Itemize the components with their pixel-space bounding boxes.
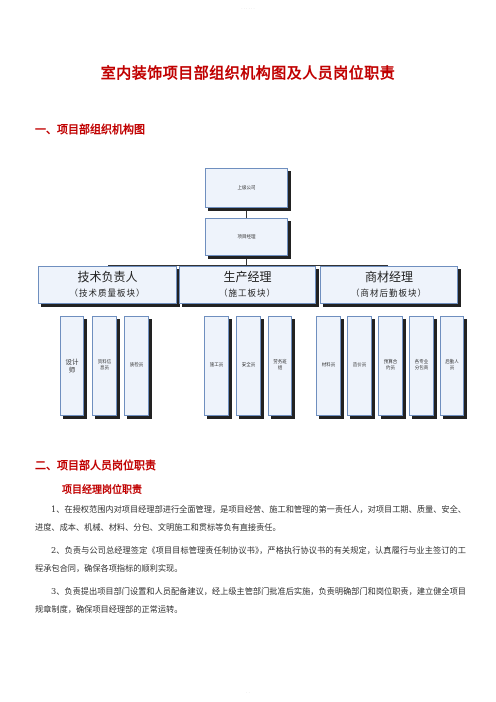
org-role-subcontractors: 各专业分包商 xyxy=(409,316,434,416)
org-role-quality-inspector: 质检员 xyxy=(124,316,149,416)
section-heading-responsibilities: 二、项目部人员岗位职责 xyxy=(35,459,156,472)
section-heading-org-chart: 一、项目部组织机构图 xyxy=(35,123,145,136)
org-role-safety-officer: 安全员 xyxy=(236,316,261,416)
footer-watermark: · · xyxy=(246,690,250,695)
org-role-designer: 设计师 xyxy=(60,316,84,416)
header-watermark: · · · · · · xyxy=(241,6,255,11)
org-role-labor-team: 劳务班组 xyxy=(268,316,292,416)
org-node-title: 生产经理 xyxy=(223,270,272,284)
org-node-title: 商材经理 xyxy=(364,270,413,284)
document-title: 室内装饰项目部组织机构图及人员岗位职责 xyxy=(100,64,396,82)
org-role-material-clerk: 材料员 xyxy=(316,316,341,416)
duty-paragraph: 2、负责与公司总经理签定《项目目标管理责任制协议书》，严格执行协议书的有关规定，… xyxy=(35,545,466,573)
org-node-label: 项目经理 xyxy=(237,235,256,240)
org-node-title: 技术负责人 xyxy=(77,270,138,284)
org-node-materials-manager: 商材经理 （商材后勤板块） xyxy=(320,266,458,304)
connector-pm-down xyxy=(246,256,247,265)
org-node-subtitle: （商材后勤板块） xyxy=(350,289,427,299)
org-role-logistics-staff: 后勤人员 xyxy=(440,316,464,416)
org-node-subtitle: （施工板块） xyxy=(218,289,276,299)
org-node-label: 上级公司 xyxy=(237,186,256,191)
org-node-parent-company: 上级公司 xyxy=(205,168,288,208)
org-role-cost-estimator: 造价员 xyxy=(347,316,372,416)
org-role-budget-contract-clerk: 预算合约员 xyxy=(378,316,403,416)
connector-top-pm xyxy=(246,207,247,218)
duty-paragraph: 3、负责提出项目部门设置和人员配备建议，经上级主管部门批准后实施，负责明确部门和… xyxy=(35,586,466,614)
connector-horizontal xyxy=(108,265,387,266)
org-node-project-manager: 项目经理 xyxy=(205,218,288,256)
org-node-technical-lead: 技术负责人 （技术质量板块） xyxy=(38,266,177,304)
duty-paragraph: 1、在授权范围内对项目经理部进行全面管理，是项目经营、施工和管理的第一责任人，对… xyxy=(35,504,466,532)
org-role-construction-worker: 施工员 xyxy=(204,316,229,416)
org-node-production-manager: 生产经理 （施工板块） xyxy=(179,266,316,304)
subsection-heading-pm-duties: 项目经理岗位职责 xyxy=(62,485,142,496)
org-node-subtitle: （技术质量板块） xyxy=(69,289,146,299)
org-role-document-clerk: 资料信息员 xyxy=(92,316,117,416)
